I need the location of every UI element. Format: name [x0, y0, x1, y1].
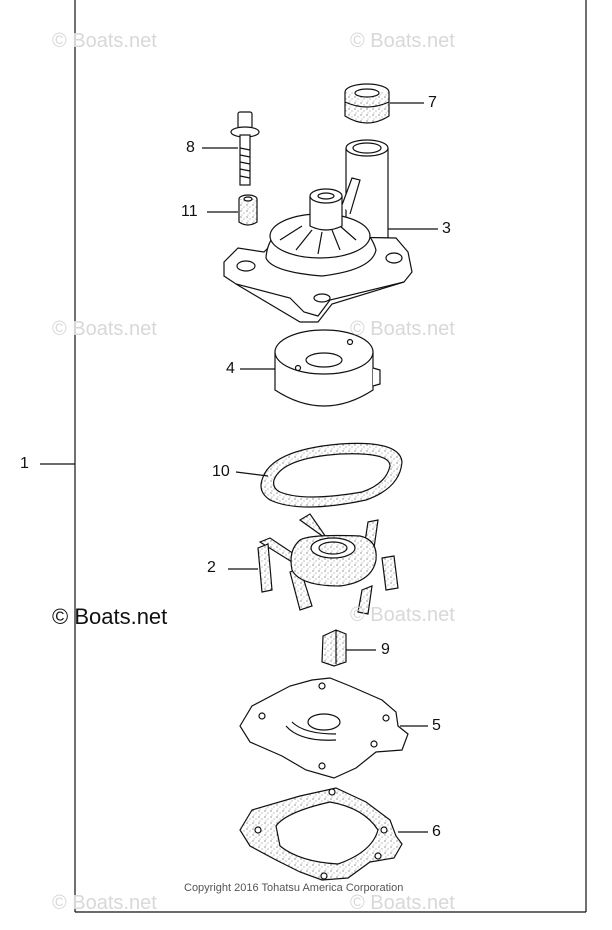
callout-8: 8 [186, 139, 195, 156]
watermark-mid-left: © Boats.net [52, 318, 157, 340]
part-11-sleeve [238, 194, 258, 226]
watermark-lower-right: © Boats.net [350, 604, 455, 626]
callout-10: 10 [212, 463, 230, 480]
callout-1: 1 [20, 455, 29, 472]
callout-9: 9 [381, 641, 390, 658]
callout-4: 4 [226, 360, 235, 377]
part-3-pump-housing [223, 139, 413, 323]
part-8-bolt [230, 111, 260, 186]
watermark-bottom-right: © Boats.net [350, 892, 455, 914]
watermark-main: © Boats.net [52, 604, 168, 629]
callout-3: 3 [442, 220, 451, 237]
watermark-top-right: © Boats.net [350, 30, 455, 52]
watermark-mid-right: © Boats.net [350, 318, 455, 340]
part-4-liner [274, 329, 381, 407]
watermark-top-left: © Boats.net [52, 30, 157, 52]
part-10-gasket-ring [260, 442, 403, 508]
part-5-plate [239, 677, 409, 779]
copyright-text: Copyright 2016 Tohatsu America Corporati… [184, 882, 404, 894]
callout-5: 5 [432, 717, 441, 734]
kit-bracket [40, 0, 587, 913]
callout-2: 2 [207, 559, 216, 576]
part-7-grommet [344, 83, 390, 124]
callout-6: 6 [432, 823, 441, 840]
callout-11: 11 [181, 203, 198, 220]
part-9-key [321, 629, 347, 667]
watermark-bottom-left: © Boats.net [52, 892, 157, 914]
part-2-impeller [257, 513, 399, 615]
callout-7: 7 [428, 94, 437, 111]
part-6-gasket [239, 787, 403, 881]
